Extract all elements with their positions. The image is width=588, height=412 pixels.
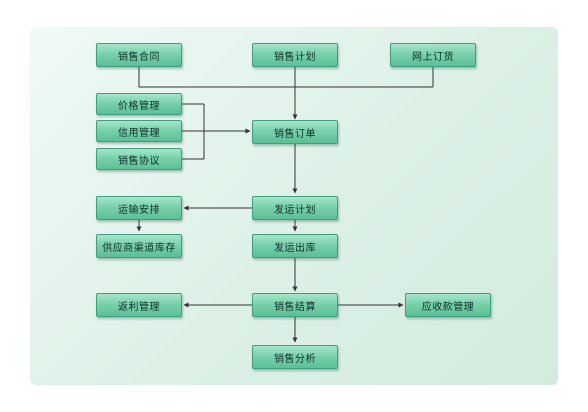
node-shipping-arrangement: 运输安排 [96, 196, 182, 220]
node-online-order: 网上订货 [390, 43, 476, 67]
node-shipping-outbound: 发运出库 [252, 234, 338, 258]
node-receivables-management: 应收款管理 [405, 293, 491, 317]
node-sales-agreement: 销售协议 [96, 148, 182, 170]
node-credit-management: 信用管理 [96, 120, 182, 142]
node-price-management: 价格管理 [96, 93, 182, 115]
node-sales-contract: 销售合同 [96, 43, 182, 67]
node-supplier-channel-stock: 供应商渠道库存 [96, 234, 182, 258]
node-sales-plan: 销售计划 [252, 43, 338, 67]
node-sales-order: 销售订单 [252, 120, 338, 144]
node-shipping-plan: 发运计划 [252, 196, 338, 220]
node-sales-analysis: 销售分析 [252, 345, 338, 369]
node-rebate-management: 返利管理 [96, 293, 182, 317]
node-sales-settlement: 销售结算 [252, 293, 338, 317]
